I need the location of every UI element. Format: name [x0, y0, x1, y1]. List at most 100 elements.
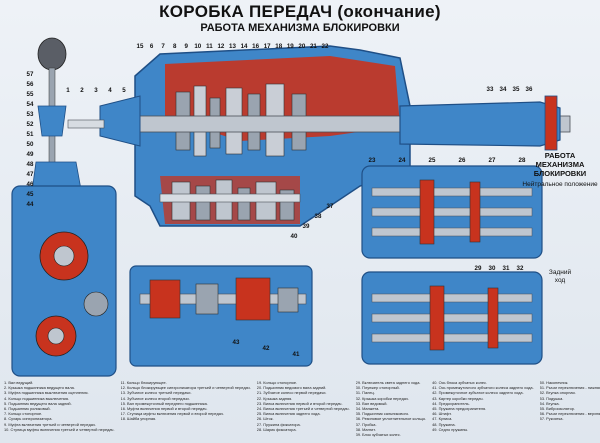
callout-number: 46 [27, 181, 34, 188]
callout-number: 22 [322, 43, 329, 50]
front-section-view [11, 185, 117, 377]
callout-number: 52 [27, 121, 34, 128]
legend-item: 41. Ось промежуточного зубчатого колеса … [432, 385, 534, 391]
side-title-1: РАБОТА [545, 151, 576, 160]
intermediate-shaft [159, 193, 301, 203]
legend-item: 42. Промежуточное зубчатое колесо заднег… [432, 390, 524, 396]
callout-number: 43 [233, 339, 240, 346]
callout-number: 18 [275, 43, 282, 50]
legend-item: 50. Наконечник. [539, 380, 569, 385]
legend-item: 8. Сухарь синхронизатора. [4, 416, 53, 422]
poster-title: КОРОБКА ПЕРЕДАЧ (окончание) [159, 2, 441, 21]
callout-number: 29 [475, 265, 482, 272]
gearbox-diagram: РАБОТА МЕХАНИЗМА БЛОКИРОВКИ Нейтральное … [11, 37, 598, 377]
legend-item: 54. Втулка. [539, 400, 560, 406]
legend-item: 16. Муфта включения первой и второй пере… [120, 406, 208, 412]
callout-number: 9 [185, 43, 189, 50]
legend-item: 36. Резиновое уплотнительное кольцо. [355, 416, 427, 422]
legend-item: 1. Вал ведущий. [4, 380, 34, 385]
legend-item: 33. Вал ведомый. [355, 400, 388, 406]
callout-number: 37 [327, 203, 334, 210]
legend-item: 35. Подшипник сальникового. [355, 411, 410, 417]
legend-item: 4. Кольцо подшипника выключения. [4, 395, 70, 401]
callout-number: 39 [303, 223, 310, 230]
callout-number: 50 [27, 141, 34, 148]
legend-item: 13. Зубчатое колесо третьей передачи. [120, 390, 192, 396]
reverse-label-2: ход [555, 277, 566, 284]
legend-item: 52. Втулка опорная. [539, 390, 576, 396]
legend-item: 40. Ось блока зубчатых колес. [432, 380, 488, 385]
legend-item: 34. Манжета. [355, 406, 380, 412]
callout-number: 12 [217, 43, 224, 50]
legend-column: 50. Наконечник.51. Рычаг переключения - … [540, 380, 600, 442]
main-cutaway [67, 45, 571, 227]
legend-item: 20. Подшипник ведомого вала задний. [256, 385, 327, 391]
legend-item: 45. Пружина предохранителя. [432, 406, 487, 412]
legend-item: 29. Включатель света заднего хода. [355, 380, 421, 385]
input-shaft-tip [67, 119, 105, 129]
callout-number: 17 [264, 43, 271, 50]
callout-number: 55 [27, 91, 34, 98]
legend-item: 32. Крышка коробки передач. [355, 395, 409, 401]
callout-number: 13 [229, 43, 236, 50]
callout-number: 6 [150, 43, 154, 50]
legend-item: 18. Шайба упорная. [120, 416, 157, 422]
callout-number: 8 [173, 43, 177, 50]
callout-number: 15 [137, 43, 144, 50]
callout-number: 25 [429, 157, 436, 164]
callout-number: 54 [27, 101, 34, 108]
legend-item: 5. Подшипник ведущего вала задний. [4, 400, 72, 406]
legend-item: 27. Пружина фиксатора. [256, 421, 301, 427]
front-gear-small [83, 291, 109, 317]
callout-number: 53 [27, 111, 34, 118]
shift-knob [37, 37, 67, 71]
legend-item: 23. Вилка включения первой и второй пере… [256, 400, 343, 406]
legend-item: 38. Магнит. [355, 426, 376, 432]
callout-number: 20 [298, 43, 305, 50]
parts-legend: 1. Вал ведущий.2. Крышка подшипника веду… [4, 380, 600, 442]
reverse-label-1: Задний [549, 268, 572, 276]
callout-number: 40 [291, 233, 298, 240]
legend-item: 47. Кулиса. [432, 416, 453, 422]
legend-item: 43. Картер коробки передач. [432, 395, 484, 401]
legend-item: 31. Палец. [355, 390, 375, 396]
callout-number: 32 [517, 265, 524, 272]
legend-item: 22. Крышка задняя. [256, 395, 293, 401]
callout-number: 14 [241, 43, 248, 50]
legend-item: 12. Кольцо блокирующее синхронизатора тр… [120, 385, 251, 391]
callout-number: 21 [310, 43, 317, 50]
legend-item: 39. Блок зубчатых колес. [355, 432, 401, 438]
legend-item: 11. Кольцо блокирующее. [120, 380, 167, 385]
callout-number: 3 [94, 87, 98, 94]
legend-item: 46. Штифт. [432, 411, 452, 417]
legend-column: 1. Вал ведущий.2. Крышка подшипника веду… [4, 380, 115, 442]
legend-item: 53. Подушка. [539, 395, 564, 401]
callout-number: 49 [27, 151, 34, 158]
callout-number: 31 [503, 265, 510, 272]
callout-number: 24 [399, 157, 406, 164]
legend-item: 19. Кольцо стопорное. [256, 380, 298, 385]
rear-extension [399, 101, 561, 147]
legend-column: 19. Кольцо стопорное.20. Подшипник ведом… [257, 380, 350, 442]
legend-item: 56. Рычаг переключения - верхняя часть. [539, 411, 600, 417]
legend-column: 29. Включатель света заднего хода.30. Пл… [356, 380, 426, 442]
legend-item: 15. Вал промежуточный переднего подшипни… [120, 400, 208, 406]
callout-number: 10 [194, 43, 201, 50]
legend-item: 57. Рукоятка. [539, 416, 564, 422]
callout-number: 5 [122, 87, 126, 94]
callout-number: 7 [161, 43, 165, 50]
callout-number: 41 [293, 351, 300, 358]
callout-number: 44 [27, 201, 34, 208]
callout-number: 45 [27, 191, 34, 198]
callout-number: 1 [66, 87, 70, 94]
legend-column: 11. Кольцо блокирующее.12. Кольцо блокир… [121, 380, 251, 442]
callout-number: 35 [513, 86, 520, 93]
legend-item: 37. Пробка. [355, 421, 377, 427]
legend-item: 26. Шток. [256, 416, 274, 422]
legend-item: 25. Вилка включения заднего хода. [256, 411, 321, 417]
legend-item: 55. Виброизолятор. [539, 406, 576, 412]
side-title-3: БЛОКИРОВКИ [534, 169, 586, 178]
lower-section-view [129, 265, 313, 367]
